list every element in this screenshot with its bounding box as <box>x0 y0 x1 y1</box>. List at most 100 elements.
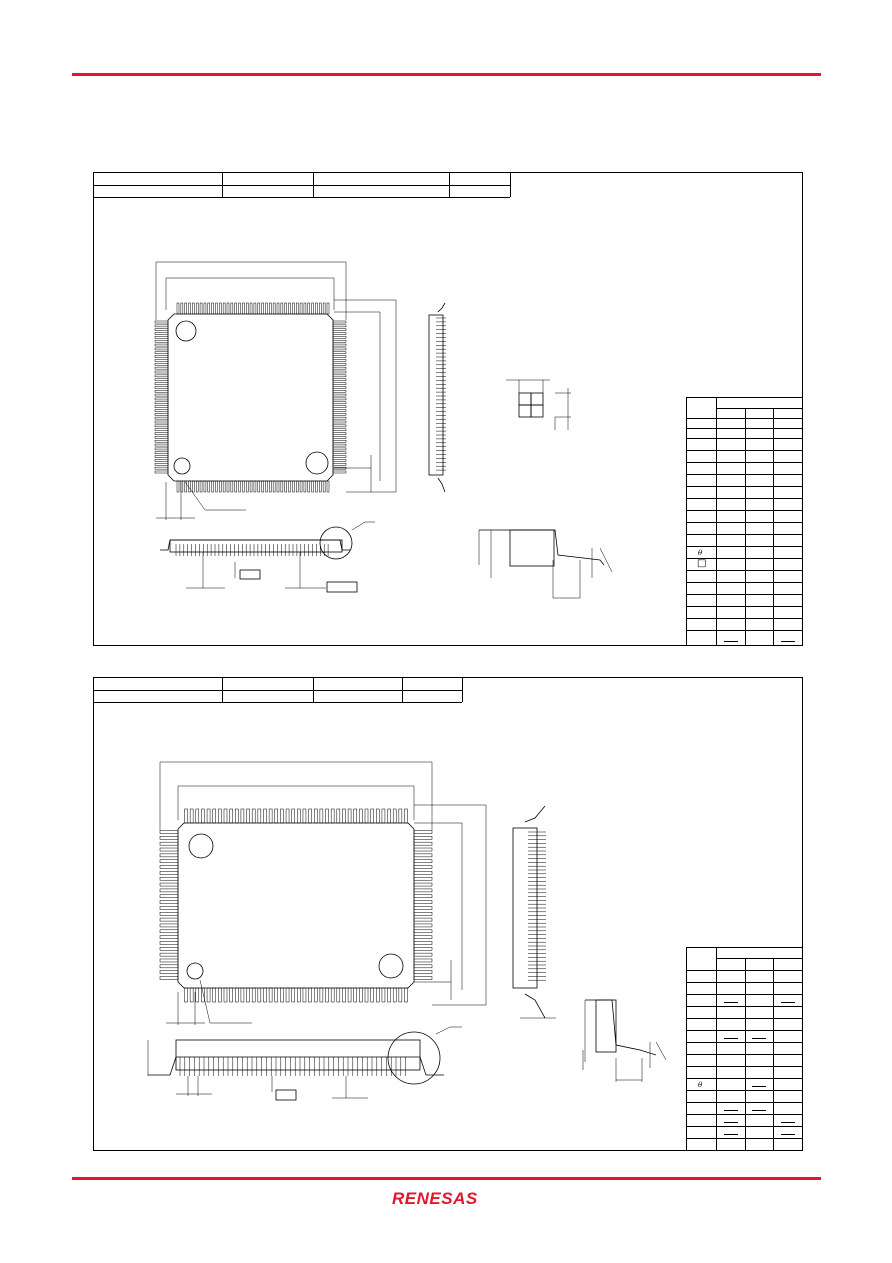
pin <box>308 987 312 1003</box>
pin <box>392 987 397 1003</box>
pin <box>413 894 433 898</box>
pin <box>332 424 347 428</box>
pin <box>292 480 295 493</box>
pin <box>303 302 307 315</box>
dimension-table: θ □ <box>686 397 802 645</box>
pin <box>269 302 272 315</box>
pin <box>292 302 295 315</box>
pin <box>332 428 347 431</box>
pin <box>413 917 433 922</box>
leader-line <box>184 481 206 511</box>
pin <box>332 405 347 408</box>
pin <box>370 987 374 1003</box>
pin <box>332 397 347 401</box>
pin <box>203 480 207 493</box>
pin <box>342 808 346 824</box>
pin <box>311 480 314 493</box>
pin <box>322 302 326 315</box>
pin <box>332 370 347 374</box>
pin <box>332 420 347 424</box>
pin <box>332 416 347 420</box>
pin <box>332 351 347 355</box>
pin <box>261 302 264 315</box>
pin <box>330 808 335 824</box>
renesas-logo: RENESAS <box>392 1189 478 1208</box>
side-body <box>175 1039 421 1071</box>
pin <box>154 366 169 370</box>
pin <box>206 808 211 824</box>
pin <box>302 808 307 824</box>
pin <box>332 336 347 339</box>
pin <box>234 480 237 493</box>
pin <box>159 952 179 957</box>
pin <box>207 480 211 493</box>
pin <box>240 808 245 824</box>
pin <box>376 987 380 1003</box>
pin <box>332 443 347 447</box>
pin <box>332 409 347 412</box>
pin <box>303 480 307 493</box>
flatness-symbol: □ <box>697 558 707 569</box>
pin <box>154 405 169 408</box>
pin <box>413 888 433 893</box>
pin <box>154 320 169 324</box>
pin <box>299 480 303 493</box>
pin <box>332 470 347 474</box>
pin <box>398 808 403 824</box>
pin <box>223 808 228 824</box>
pin <box>332 432 347 435</box>
pin <box>404 808 408 824</box>
pin <box>229 808 233 824</box>
header-rule <box>72 73 821 76</box>
pin <box>154 436 169 439</box>
pin <box>159 947 179 951</box>
pin <box>332 366 347 370</box>
pin <box>272 302 276 315</box>
pin <box>332 389 347 393</box>
pin <box>332 459 347 462</box>
detail-grid-cell <box>518 392 532 406</box>
pin <box>154 424 169 428</box>
pin <box>261 480 264 493</box>
pin <box>381 987 386 1003</box>
pin <box>332 451 347 455</box>
theta-symbol: θ <box>698 1081 703 1089</box>
pin <box>257 987 262 1003</box>
pin <box>263 808 267 824</box>
pin <box>413 876 433 881</box>
pin <box>203 302 207 315</box>
pin <box>154 355 169 358</box>
pin <box>207 302 211 315</box>
pin <box>230 480 234 493</box>
pin <box>302 987 307 1003</box>
pin <box>195 302 199 315</box>
pin <box>154 351 169 355</box>
pin <box>268 808 273 824</box>
pin <box>219 480 222 493</box>
pin <box>322 480 326 493</box>
pin <box>413 830 433 834</box>
dimension-table: θ <box>686 947 802 1150</box>
pin <box>229 987 233 1003</box>
pin <box>184 987 188 1003</box>
pin <box>280 302 284 315</box>
pin <box>159 836 179 840</box>
pin <box>251 808 256 824</box>
pin <box>332 393 347 397</box>
pin <box>288 480 291 493</box>
pin <box>319 302 322 315</box>
pin <box>180 302 184 315</box>
pin <box>159 882 179 887</box>
pin <box>154 339 169 343</box>
pin <box>199 302 203 315</box>
side-outline <box>160 539 350 551</box>
pin <box>359 987 363 1003</box>
pin <box>299 302 303 315</box>
lead-detail <box>479 529 605 566</box>
pin <box>347 987 352 1003</box>
pin <box>269 480 272 493</box>
pin <box>332 463 347 466</box>
pin <box>413 929 433 934</box>
pin <box>215 480 218 493</box>
pin <box>159 941 179 945</box>
